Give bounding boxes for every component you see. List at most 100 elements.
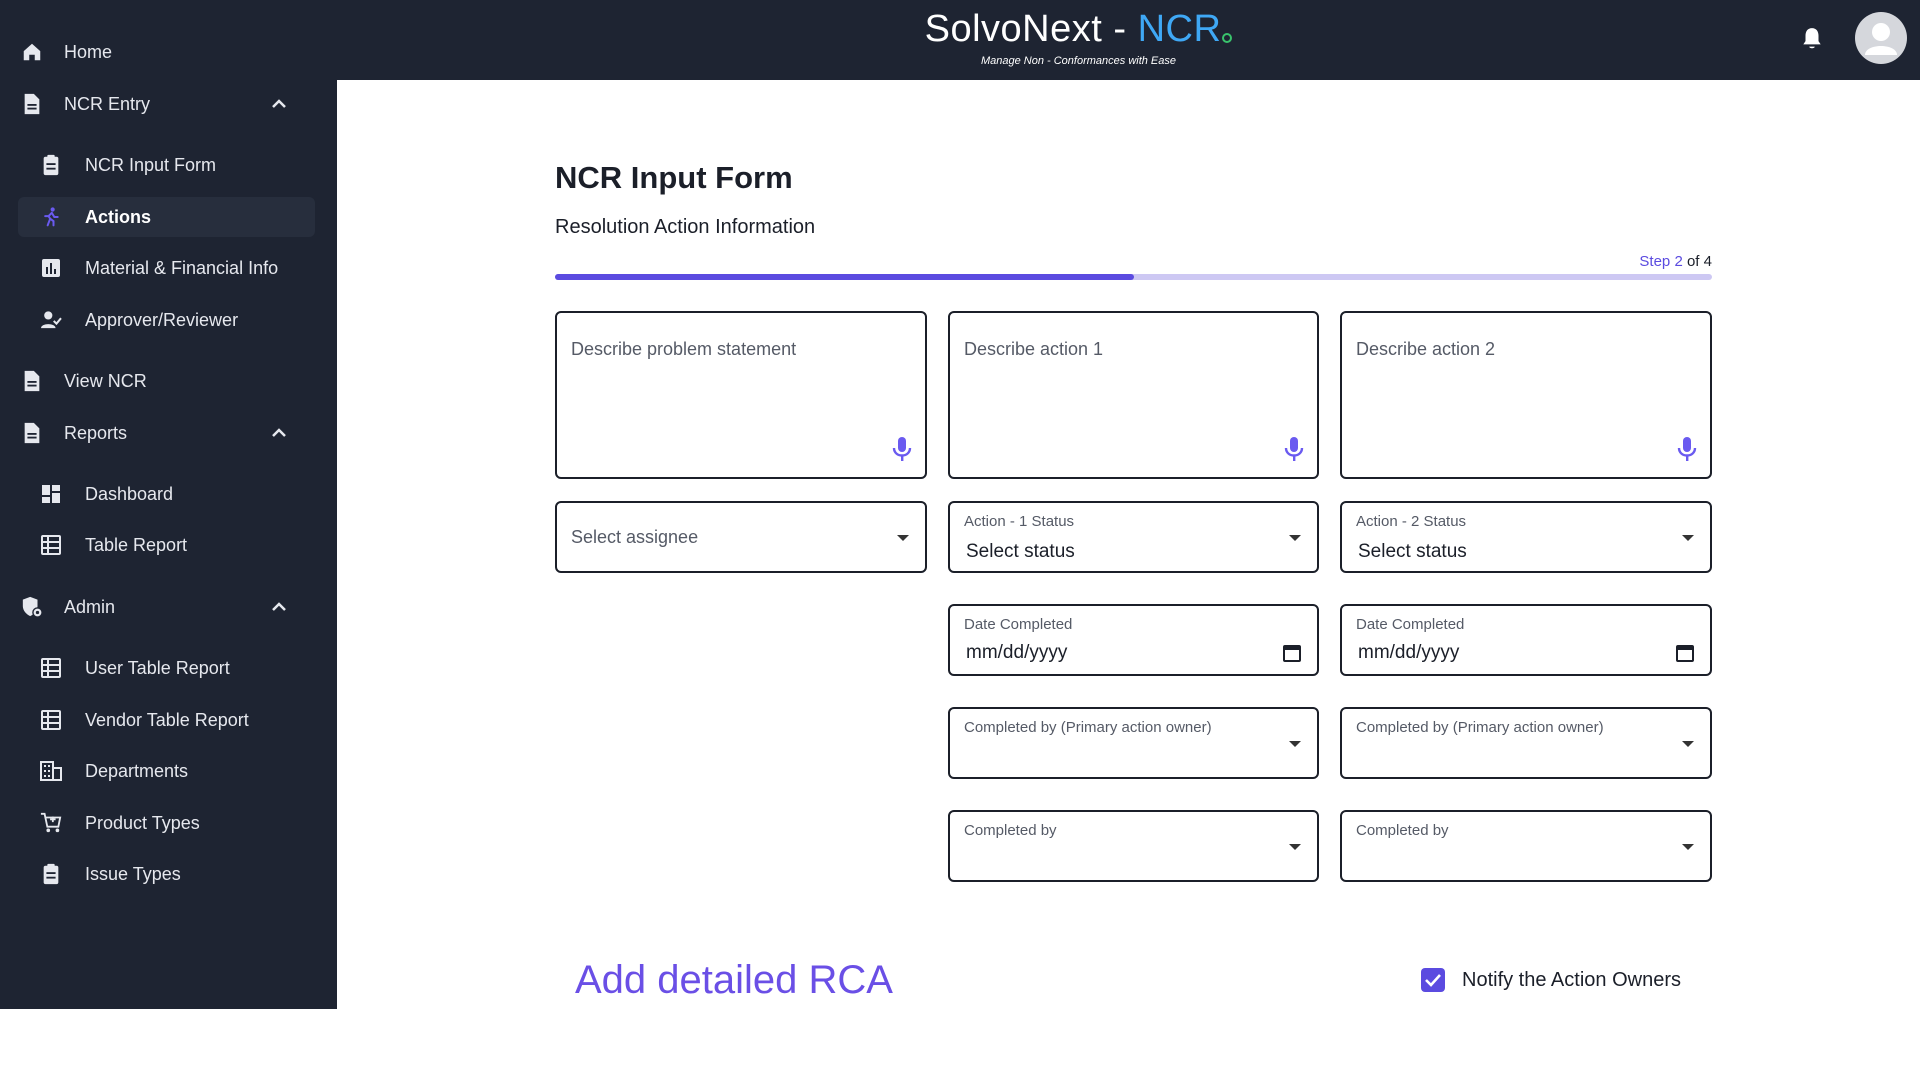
date-input-value: mm/dd/yyyy bbox=[1358, 642, 1460, 663]
brand-main: SolvoNext - bbox=[924, 8, 1138, 50]
primary-owner-label: Completed by (Primary action owner) bbox=[1356, 719, 1604, 736]
table-icon bbox=[40, 657, 62, 679]
sidebar-item-reports[interactable]: Reports bbox=[0, 413, 337, 453]
bell-icon[interactable] bbox=[1799, 26, 1825, 52]
brand-title: SolvoNext - NCR bbox=[337, 8, 1820, 51]
sidebar-item-label: Admin bbox=[64, 596, 116, 617]
table-icon bbox=[40, 709, 62, 731]
document-icon bbox=[21, 422, 43, 444]
progress-bar bbox=[555, 274, 1712, 280]
chevron-up-icon[interactable] bbox=[268, 93, 290, 115]
action-2-date-completed[interactable]: Date Completed mm/dd/yyyy bbox=[1340, 604, 1712, 676]
sidebar-item-material-financial-info[interactable]: Material & Financial Info bbox=[0, 248, 337, 288]
running-person-icon bbox=[40, 206, 62, 228]
action-1-textarea[interactable]: Describe action 1 bbox=[948, 311, 1319, 479]
page-title: NCR Input Form bbox=[555, 160, 793, 195]
action-1-status-value: Select status bbox=[966, 541, 1075, 562]
add-detailed-rca-link[interactable]: Add detailed RCA bbox=[575, 958, 893, 1002]
action-1-placeholder: Describe action 1 bbox=[964, 339, 1104, 359]
action-2-textarea[interactable]: Describe action 2 bbox=[1340, 311, 1712, 479]
sidebar-item-dashboard[interactable]: Dashboard bbox=[0, 474, 337, 514]
action-2-status-select[interactable]: Action - 2 Status Select status bbox=[1340, 501, 1712, 573]
assignee-select[interactable]: Select assignee bbox=[555, 501, 927, 573]
dropdown-arrow-icon bbox=[1289, 844, 1301, 850]
sidebar-item-ncr-input-form[interactable]: NCR Input Form bbox=[0, 145, 337, 185]
document-icon bbox=[21, 93, 43, 115]
date-input-value: mm/dd/yyyy bbox=[966, 642, 1068, 663]
microphone-icon[interactable] bbox=[1283, 435, 1305, 463]
sidebar-item-label: View NCR bbox=[64, 370, 147, 391]
dropdown-arrow-icon bbox=[897, 535, 909, 541]
completed-by-label: Completed by bbox=[964, 822, 1057, 839]
clipboard-icon bbox=[40, 863, 62, 885]
microphone-icon[interactable] bbox=[1676, 435, 1698, 463]
notify-action-owners-checkbox[interactable]: Notify the Action Owners bbox=[1421, 968, 1681, 992]
problem-statement-textarea[interactable]: Describe problem statement bbox=[555, 311, 927, 479]
chevron-up-icon[interactable] bbox=[268, 596, 290, 618]
action-2-completed-by-select[interactable]: Completed by bbox=[1340, 810, 1712, 882]
user-check-icon bbox=[40, 309, 62, 331]
sidebar-item-label: NCR Entry bbox=[64, 93, 151, 114]
building-icon bbox=[40, 760, 62, 782]
dropdown-arrow-icon bbox=[1682, 741, 1694, 747]
cart-icon bbox=[40, 812, 62, 834]
sidebar-item-home[interactable]: Home bbox=[0, 32, 337, 72]
assignee-placeholder: Select assignee bbox=[571, 527, 699, 547]
sidebar-item-table-report[interactable]: Table Report bbox=[0, 525, 337, 565]
sidebar-item-vendor-table-report[interactable]: Vendor Table Report bbox=[0, 700, 337, 740]
action-1-status-select[interactable]: Action - 1 Status Select status bbox=[948, 501, 1319, 573]
action-1-status-label: Action - 1 Status bbox=[964, 513, 1075, 530]
sidebar-item-user-table-report[interactable]: User Table Report bbox=[0, 648, 337, 688]
sidebar-item-departments[interactable]: Departments bbox=[0, 751, 337, 791]
sidebar-item-label: Reports bbox=[64, 422, 128, 443]
sidebar-item-label: Home bbox=[64, 41, 113, 62]
sidebar-item-label: Vendor Table Report bbox=[85, 709, 249, 730]
action-2-placeholder: Describe action 2 bbox=[1356, 339, 1496, 359]
sidebar-item-label: Product Types bbox=[85, 812, 200, 833]
top-header: SolvoNext - NCR Manage Non - Conformance… bbox=[337, 0, 1920, 80]
problem-statement-placeholder: Describe problem statement bbox=[571, 339, 797, 359]
user-avatar-icon[interactable] bbox=[1855, 12, 1907, 64]
sidebar-item-label: Actions bbox=[85, 206, 152, 227]
date-completed-label: Date Completed bbox=[1356, 616, 1465, 633]
sidebar-item-label: Issue Types bbox=[85, 863, 181, 884]
sidebar-item-label: NCR Input Form bbox=[85, 154, 217, 175]
calendar-icon[interactable] bbox=[1676, 644, 1694, 662]
action-2-status-value: Select status bbox=[1358, 541, 1467, 562]
sidebar-item-admin[interactable]: Admin bbox=[0, 587, 337, 627]
sidebar-item-label: Approver/Reviewer bbox=[85, 309, 239, 330]
dropdown-arrow-icon bbox=[1289, 741, 1301, 747]
sidebar-item-approver-reviewer[interactable]: Approver/Reviewer bbox=[0, 300, 337, 340]
dropdown-arrow-icon bbox=[1289, 535, 1301, 541]
progress-bar-fill bbox=[555, 274, 1134, 280]
section-subtitle: Resolution Action Information bbox=[555, 216, 816, 238]
sidebar-item-actions[interactable]: Actions bbox=[18, 197, 315, 237]
action-1-primary-owner-select[interactable]: Completed by (Primary action owner) bbox=[948, 707, 1319, 779]
step-word: Step bbox=[1639, 253, 1671, 270]
date-completed-label: Date Completed bbox=[964, 616, 1073, 633]
action-1-date-completed[interactable]: Date Completed mm/dd/yyyy bbox=[948, 604, 1319, 676]
brand-tagline: Manage Non - Conformances with Ease bbox=[980, 55, 1177, 67]
action-2-status-label: Action - 2 Status bbox=[1356, 513, 1467, 530]
sidebar-item-issue-types[interactable]: Issue Types bbox=[0, 854, 337, 894]
sidebar-item-label: User Table Report bbox=[85, 657, 230, 678]
sidebar-item-ncr-entry[interactable]: NCR Entry bbox=[0, 84, 337, 124]
document-icon bbox=[21, 370, 43, 392]
calendar-icon[interactable] bbox=[1283, 644, 1301, 662]
microphone-icon[interactable] bbox=[891, 435, 913, 463]
admin-shield-icon bbox=[21, 596, 43, 618]
action-1-completed-by-select[interactable]: Completed by bbox=[948, 810, 1319, 882]
sidebar-item-view-ncr[interactable]: View NCR bbox=[0, 361, 337, 401]
sidebar-item-product-types[interactable]: Product Types bbox=[0, 803, 337, 843]
completed-by-label: Completed by bbox=[1356, 822, 1449, 839]
notify-label: Notify the Action Owners bbox=[1462, 968, 1681, 991]
action-2-primary-owner-select[interactable]: Completed by (Primary action owner) bbox=[1340, 707, 1712, 779]
checkbox-checked-icon[interactable] bbox=[1421, 968, 1445, 992]
chevron-up-icon[interactable] bbox=[268, 422, 290, 444]
brand-accent: NCR bbox=[1137, 8, 1222, 50]
step-total: 4 bbox=[1703, 253, 1712, 270]
sidebar: Home NCR Entry NCR Input Form Actions bbox=[0, 0, 337, 1009]
sidebar-item-label: Table Report bbox=[85, 534, 188, 555]
dropdown-arrow-icon bbox=[1682, 535, 1694, 541]
home-icon bbox=[21, 41, 43, 63]
